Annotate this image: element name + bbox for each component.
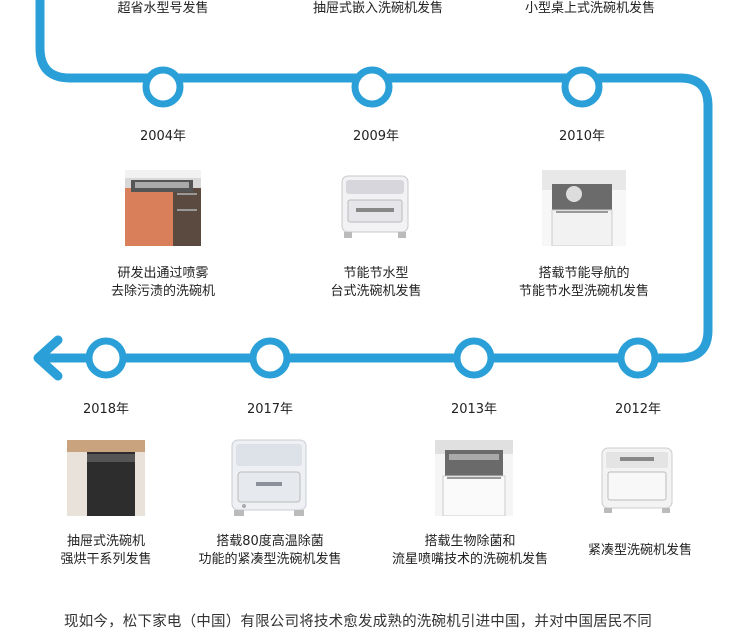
top-caption-3: 小型桌上式洗碗机发售 <box>524 1 656 16</box>
timeline-node-2012 <box>617 337 659 379</box>
year-label: 2009年 <box>352 129 400 144</box>
dishwasher-photo-2017 <box>228 436 312 520</box>
dishwasher-photo-2012 <box>596 440 680 516</box>
dishwasher-photo-2018 <box>67 440 145 516</box>
intro-paragraph: 现如今，松下家电（中国）有限公司将技术愈发成熟的洗碗机引进中国，并对中国居民不同 <box>64 614 652 630</box>
milestone-caption: 节能节水型 台式洗碗机发售 <box>330 266 422 299</box>
year-label: 2017年 <box>246 402 294 417</box>
top-caption-1: 超省水型号发售 <box>117 1 209 16</box>
milestone-caption: 研发出通过喷雾 去除污渍的洗碗机 <box>110 266 216 299</box>
timeline-line <box>35 0 713 363</box>
timeline-node-2018 <box>85 337 127 379</box>
dishwasher-photo-2013 <box>435 440 513 516</box>
year-label: 2010年 <box>558 129 606 144</box>
year-label: 2013年 <box>450 402 498 417</box>
milestone-caption: 搭载生物除菌和 流星喷嘴技术的洗碗机发售 <box>391 534 549 567</box>
arrow-left-icon <box>33 335 63 381</box>
timeline-node-2004 <box>142 66 184 108</box>
milestone-caption: 紧凑型洗碗机发售 <box>587 543 693 558</box>
top-caption-2: 抽屉式嵌入洗碗机发售 <box>312 1 444 16</box>
timeline-node-2009 <box>351 66 393 108</box>
dishwasher-photo-2004 <box>125 170 201 246</box>
milestone-caption: 抽屉式洗碗机 强烘干系列发售 <box>60 534 152 567</box>
year-label: 2004年 <box>139 129 187 144</box>
timeline-node-2013 <box>453 337 495 379</box>
dishwasher-photo-2010 <box>542 170 626 246</box>
timeline-node-2017 <box>249 337 291 379</box>
year-label: 2018年 <box>82 402 130 417</box>
year-label: 2012年 <box>614 402 662 417</box>
dishwasher-photo-2009 <box>336 170 416 242</box>
milestone-caption: 搭载节能导航的 节能节水型洗碗机发售 <box>518 266 650 299</box>
timeline-node-2010 <box>561 66 603 108</box>
milestone-caption: 搭载80度高温除菌 功能的紧凑型洗碗机发售 <box>198 534 342 567</box>
